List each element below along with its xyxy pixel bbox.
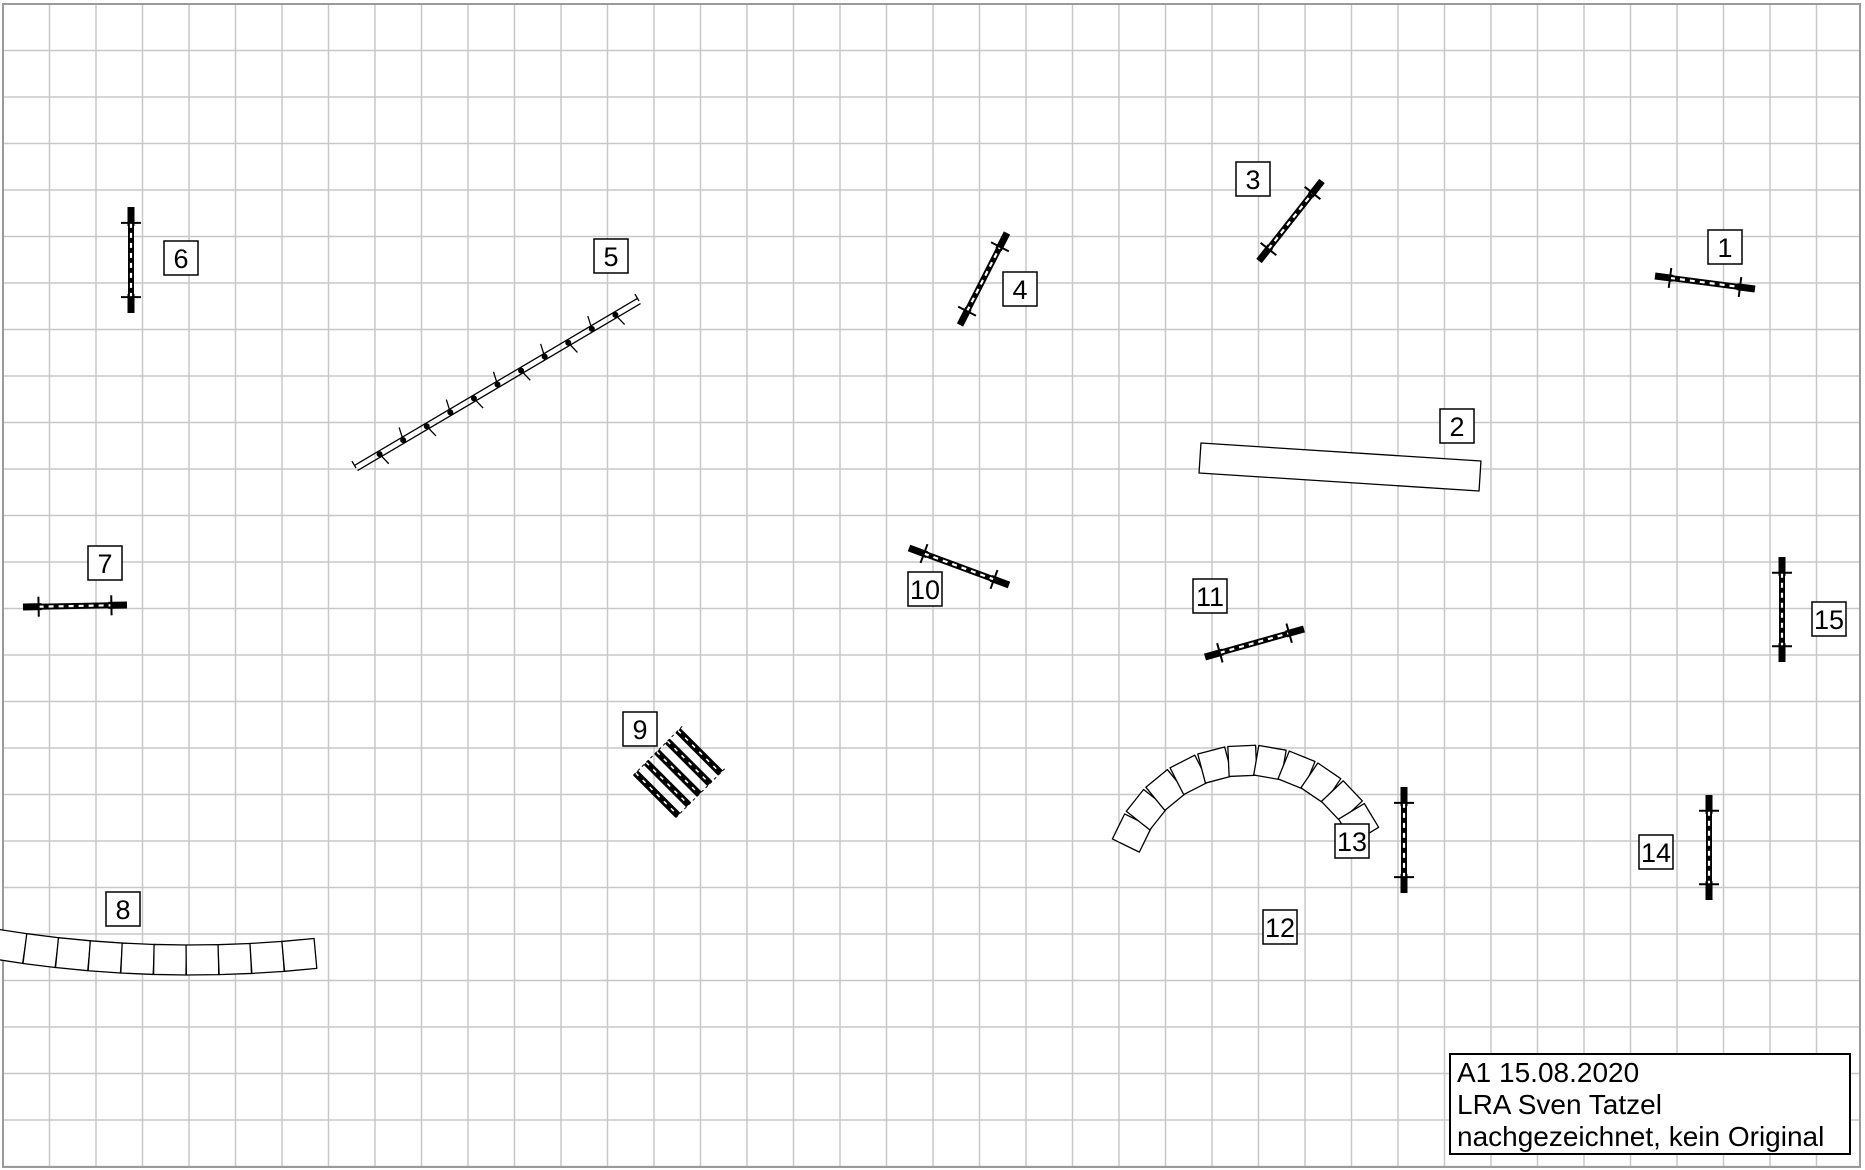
obstacle-3-jump: 3 [1235,161,1325,264]
obstacle-number: 6 [173,244,188,274]
obstacle-number-box [1638,834,1674,870]
obstacle-1-jump: 1 [1654,229,1756,298]
obstacle-13-jump: 13 [1334,787,1414,893]
obstacle-number: 7 [97,549,112,579]
obstacle-number-box [1334,823,1370,859]
grid [2,3,1860,1168]
obstacle-10-jump: 10 [907,543,1011,607]
legend-line-1: A1 15.08.2020 [1457,1057,1639,1088]
obstacle-number: 11 [1196,582,1224,612]
obstacle-number: 2 [1449,412,1464,442]
obstacle-2-tunnel: 2 [1198,408,1482,492]
obstacle-9-long-jump: 9 [622,711,726,821]
legend-box: A1 15.08.2020 LRA Sven Tatzel nachgezeic… [1449,1053,1851,1155]
obstacle-11-jump: 11 [1192,578,1305,663]
legend-frame [1449,1053,1851,1155]
obstacle-number: 14 [1641,838,1671,868]
obstacle-4-jump: 4 [956,231,1038,327]
legend-line-2: LRA Sven Tatzel [1457,1089,1662,1120]
obstacle-8-tunnel: 8 [0,891,318,976]
obstacle-15-jump: 15 [1772,557,1847,662]
obstacle-number-box [1235,161,1271,197]
obstacle-number-box [105,891,141,927]
obstacle-number: 10 [910,575,940,605]
obstacle-number-box [907,571,943,607]
course-border [2,3,1861,1168]
obstacle-5-weave-poles: 5 [351,238,641,472]
obstacle-6-jump: 6 [121,207,199,313]
obstacle-number-box [1192,578,1228,614]
legend-line-3: nachgezeichnet, kein Original [1457,1121,1824,1152]
obstacle-number: 1 [1717,233,1732,263]
obstacle-number-box [1262,909,1298,945]
obstacle-number: 13 [1337,827,1367,857]
obstacle-number: 5 [603,242,618,272]
obstacle-12-tunnel: 12 [1111,744,1380,945]
obstacle-number: 15 [1814,605,1844,635]
obstacle-number-box [1439,408,1475,444]
obstacle-number-box [163,240,199,276]
obstacle-7-jump: 7 [22,545,128,617]
obstacle-number: 3 [1245,165,1260,195]
obstacle-number-box [87,545,123,581]
obstacle-number: 9 [632,715,647,745]
obstacle-number-box [1002,271,1038,307]
obstacle-number: 8 [115,895,130,925]
obstacle-14-jump: 14 [1638,795,1719,900]
obstacle-number-box [622,711,658,747]
obstacle-number-box [1811,601,1847,637]
obstacle-number-box [593,238,629,274]
obstacle-number: 12 [1265,913,1295,943]
obstacle-number-box [1707,229,1743,265]
obstacle-number: 4 [1012,275,1027,305]
